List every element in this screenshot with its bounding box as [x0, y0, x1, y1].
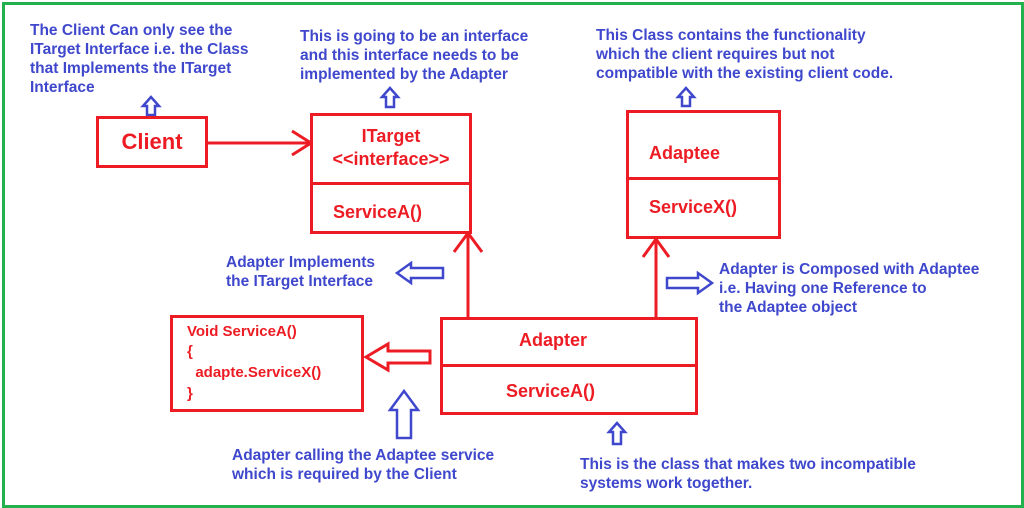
note-line: This Class contains the functionality	[596, 27, 866, 44]
adapter-note: This is the class that makes two incompa…	[580, 455, 916, 493]
itarget-divider	[313, 182, 469, 185]
implements-note: Adapter Implements the ITarget Interface	[226, 253, 375, 291]
code-line: Void ServiceA()	[187, 323, 297, 340]
composition-arrowhead	[641, 236, 671, 258]
calling-note: Adapter calling the Adaptee service whic…	[232, 446, 494, 484]
note-line: the Adaptee object	[719, 299, 858, 316]
adapter-name: Adapter	[519, 330, 588, 350]
code-box: Void ServiceA() { adapte.ServiceX() }	[170, 315, 364, 412]
note-line: i.e. Having one Reference to	[719, 280, 927, 297]
code-line: {	[187, 343, 193, 360]
note-line: ITarget Interface i.e. the Class	[30, 41, 249, 58]
code-hollow-arrow	[363, 341, 432, 373]
client-class: Client	[96, 116, 208, 168]
composed-right-arrow-icon	[665, 270, 715, 296]
adaptee-note-up-arrow-icon	[675, 86, 697, 108]
note-line: Adapter Implements	[226, 254, 376, 271]
code-line: }	[187, 385, 193, 402]
note-line: Adapter calling the Adaptee service	[232, 447, 495, 464]
adaptee-note: This Class contains the functionality wh…	[596, 26, 893, 83]
implements-left-arrow-icon	[394, 260, 445, 286]
adaptee-method: ServiceX()	[649, 197, 738, 217]
note-line: Interface	[30, 79, 95, 96]
itarget-method: ServiceA()	[333, 202, 423, 222]
note-line: compatible with the existing client code…	[596, 65, 894, 82]
calling-up-arrow-icon	[387, 388, 421, 440]
code-line: adapte.ServiceX()	[187, 364, 322, 381]
adaptee-class: Adaptee ServiceX()	[626, 110, 781, 239]
note-line: implemented by the Adapter	[300, 66, 508, 83]
itarget-interface: ITarget <<interface>> ServiceA()	[310, 113, 472, 234]
client-note-up-arrow-icon	[140, 95, 162, 117]
note-line: the ITarget Interface	[226, 273, 374, 290]
note-line: and this interface needs to be	[300, 47, 519, 64]
note-line: which is required by the Client	[232, 466, 457, 483]
note-line: This is going to be an interface	[300, 28, 529, 45]
adapter-class: Adapter ServiceA()	[440, 317, 698, 415]
client-note: The Client Can only see the ITarget Inte…	[30, 21, 249, 97]
itarget-stereotype: <<interface>>	[332, 149, 450, 169]
itarget-name: ITarget	[361, 126, 421, 146]
adapter-note-up-arrow-icon	[606, 421, 628, 446]
itarget-note-up-arrow-icon	[379, 86, 401, 109]
note-line: which the client requires but not	[596, 46, 835, 63]
note-line: that Implements the ITarget	[30, 60, 232, 77]
adapter-divider	[443, 364, 695, 367]
note-line: systems work together.	[580, 475, 753, 492]
adaptee-divider	[629, 177, 778, 180]
note-line: The Client Can only see the	[30, 22, 233, 39]
client-class-name: Client	[121, 129, 183, 154]
composed-note: Adapter is Composed with Adaptee i.e. Ha…	[719, 260, 979, 317]
itarget-note: This is going to be an interface and thi…	[300, 27, 528, 84]
adaptee-name: Adaptee	[649, 143, 721, 163]
note-line: This is the class that makes two incompa…	[580, 456, 916, 473]
note-line: Adapter is Composed with Adaptee	[719, 261, 980, 278]
adapter-method: ServiceA()	[506, 381, 596, 401]
